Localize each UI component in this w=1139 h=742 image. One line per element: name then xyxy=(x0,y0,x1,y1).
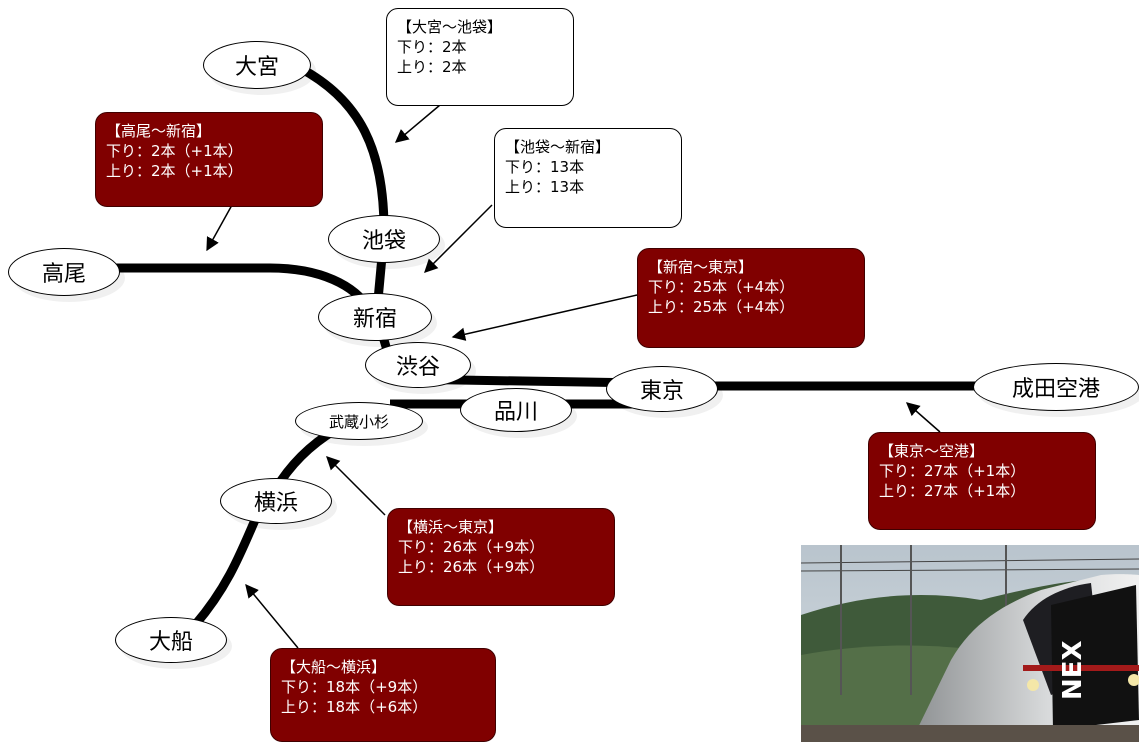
callout-ikebukuro-shinjuku: 【池袋～新宿】 下り：13本 上り：13本 xyxy=(494,128,682,228)
arrow-takao-shinjuku xyxy=(206,204,233,252)
station-shibuya: 渋谷 xyxy=(365,342,471,388)
callout-down: 下り：2本（+1本） xyxy=(106,142,243,160)
line-yokohama-ofuna xyxy=(191,518,260,628)
station-narita: 成田空港 xyxy=(973,363,1139,411)
nex-train-image: NEX xyxy=(801,545,1139,742)
station-shinjuku: 新宿 xyxy=(318,293,432,341)
callout-up: 上り：13本 xyxy=(505,178,585,196)
station-musashikosugi: 武蔵小杉 xyxy=(295,402,423,440)
arrow-ofuna-yokohama xyxy=(245,583,299,649)
callout-title: 【横浜～東京】 xyxy=(398,518,504,536)
arrow-ikebukuro-shinjuku xyxy=(424,204,493,273)
callout-down: 下り：18本（+9本） xyxy=(281,678,428,696)
arrow-omiya-ikebukuro xyxy=(394,104,441,143)
callout-yokohama-tokyo: 【横浜～東京】 下り：26本（+9本） 上り：26本（+9本） xyxy=(387,508,615,606)
station-yokohama: 横浜 xyxy=(220,478,332,524)
line-omiya-ikebukuro xyxy=(297,64,389,236)
callout-down: 下り：25本（+4本） xyxy=(648,278,795,296)
callout-title: 【池袋～新宿】 xyxy=(505,138,611,156)
callout-up: 上り：18本（+6本） xyxy=(281,698,428,716)
callout-title: 【高尾～新宿】 xyxy=(106,122,212,140)
callout-down: 下り：2本 xyxy=(397,38,467,56)
callout-ofuna-yokohama: 【大船～横浜】 下り：18本（+9本） 上り：18本（+6本） xyxy=(270,648,496,742)
arrow-yokohama-tokyo xyxy=(326,456,386,516)
station-tokyo: 東京 xyxy=(606,366,718,412)
station-omiya: 大宮 xyxy=(203,41,311,89)
station-takao: 高尾 xyxy=(8,248,120,296)
callout-title: 【東京～空港】 xyxy=(879,442,985,460)
callout-shinjuku-tokyo: 【新宿～東京】 下り：25本（+4本） 上り：25本（+4本） xyxy=(637,248,865,348)
callout-title: 【大船～横浜】 xyxy=(281,658,387,676)
callout-up: 上り：2本（+1本） xyxy=(106,162,243,180)
callout-down: 下り：27本（+1本） xyxy=(879,462,1026,480)
callout-up: 上り：26本（+9本） xyxy=(398,558,545,576)
callout-down: 下り：26本（+9本） xyxy=(398,538,545,556)
callout-takao-shinjuku: 【高尾～新宿】 下り：2本（+1本） 上り：2本（+1本） xyxy=(95,112,323,207)
station-ikebukuro: 池袋 xyxy=(328,215,440,263)
station-ofuna: 大船 xyxy=(115,617,227,663)
nex-logo: NEX xyxy=(1058,640,1088,700)
callout-title: 【大宮～池袋】 xyxy=(397,18,503,36)
callout-up: 上り：25本（+4本） xyxy=(648,298,795,316)
train-photo: NEX xyxy=(801,545,1139,742)
station-shinagawa: 品川 xyxy=(460,388,572,432)
callout-up: 上り：27本（+1本） xyxy=(879,482,1026,500)
callout-down: 下り：13本 xyxy=(505,158,585,176)
callout-tokyo-airport: 【東京～空港】 下り：27本（+1本） 上り：27本（+1本） xyxy=(868,432,1096,530)
arrow-shinjuku-tokyo xyxy=(451,294,638,341)
callout-omiya-ikebukuro: 【大宮～池袋】 下り：2本 上り：2本 xyxy=(386,8,574,106)
callout-up: 上り：2本 xyxy=(397,58,467,76)
arrow-tokyo-airport xyxy=(905,402,941,433)
callout-title: 【新宿～東京】 xyxy=(648,258,754,276)
